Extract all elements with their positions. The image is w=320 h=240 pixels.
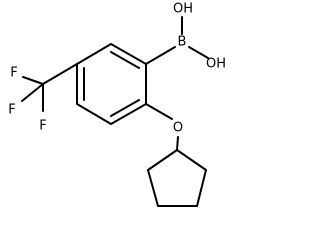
chemical-structure-diagram: B OH OH O F F F xyxy=(8,2,226,207)
boron-atom-label: B xyxy=(178,35,187,50)
bond-c1-boron xyxy=(145,46,176,65)
ring-bond-c3-c4 xyxy=(76,103,112,125)
bond-cf3-fluorine-middle xyxy=(21,83,44,102)
bond-c2-oxygen xyxy=(145,103,173,120)
boronic-acid-group: B OH OH xyxy=(145,2,226,72)
ether-oxygen-label: O xyxy=(173,121,183,136)
bond-oxygen-cyclopentyl xyxy=(176,136,179,151)
hydroxyl-top-label: OH xyxy=(173,2,193,17)
cyclopentane-ring xyxy=(147,149,207,207)
fluorine-top-label: F xyxy=(10,66,17,81)
cyclopentane-bond-2 xyxy=(196,169,207,207)
ring-bond-c5-c6 xyxy=(76,43,112,65)
cyclopentane-bond-4 xyxy=(147,169,159,207)
bond-cf3-fluorine-top xyxy=(22,76,44,85)
ring-bond-c6-c1 xyxy=(110,43,147,65)
bond-boron-oh-right xyxy=(188,46,209,59)
cyclopentane-bond-1 xyxy=(176,149,207,171)
hydroxyl-right-label: OH xyxy=(206,57,226,72)
ring-double-bond-c2-c3 xyxy=(110,99,140,117)
cyclopentyloxy-group: O xyxy=(145,103,207,207)
bond-c4-cf3-carbon xyxy=(42,63,78,85)
fluorine-middle-label: F xyxy=(8,103,15,118)
cyclopentane-bond-5 xyxy=(147,149,178,171)
trifluoromethyl-group: F F F xyxy=(8,63,78,134)
fluorine-bottom-label: F xyxy=(39,119,46,134)
ring-bond-c2-c3 xyxy=(110,103,147,125)
ring-double-bond-c1-c6 xyxy=(110,51,140,69)
benzene-ring xyxy=(76,43,147,125)
